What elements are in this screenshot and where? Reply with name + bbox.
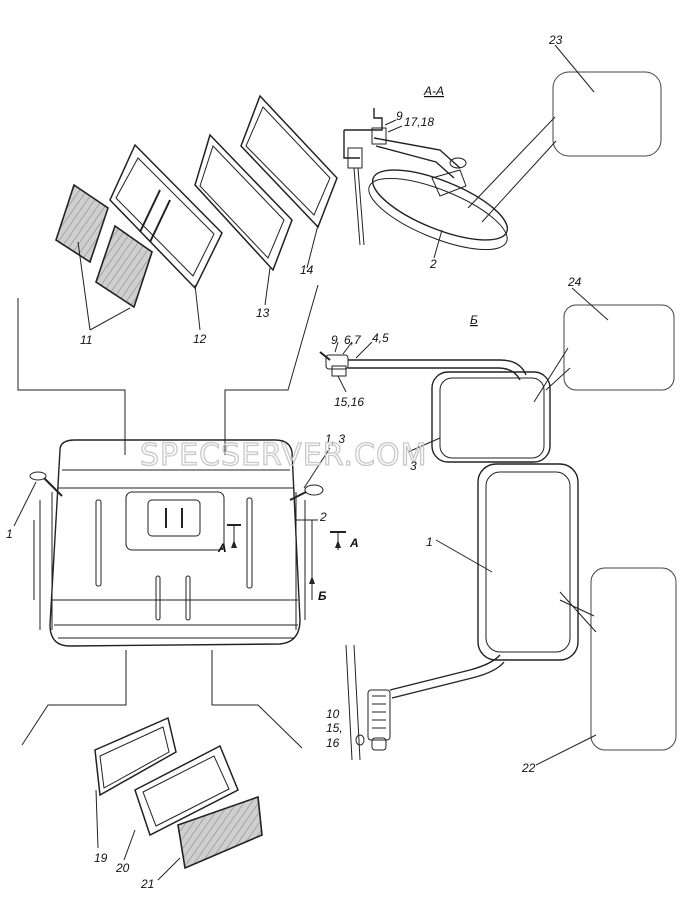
right-mirror-on-cab bbox=[304, 484, 324, 496]
callout-14: 14 bbox=[300, 263, 314, 277]
callout-17-18: 17,18 bbox=[404, 115, 434, 129]
part-24-box bbox=[563, 304, 675, 391]
callout-13: 13 bbox=[256, 306, 270, 320]
callout-19: 19 bbox=[94, 851, 108, 865]
seal-frame-14 bbox=[240, 94, 338, 229]
callout-1-left: 1 bbox=[6, 527, 13, 541]
callout-22: 22 bbox=[521, 761, 536, 775]
callout-9-aa: 9 bbox=[396, 109, 403, 123]
callout-15-16: 15,16 bbox=[334, 395, 364, 409]
callout-15: 15, bbox=[326, 721, 343, 735]
callout-3: 3 bbox=[410, 459, 417, 473]
callout-11: 11 bbox=[80, 333, 92, 347]
callout-9-b: 9 bbox=[331, 333, 338, 347]
mirror-1 bbox=[477, 463, 579, 661]
callout-1-right: 1 bbox=[426, 535, 433, 549]
mirror-3 bbox=[431, 371, 551, 463]
callout-20: 20 bbox=[115, 861, 130, 875]
glass-pane-11b bbox=[95, 224, 153, 309]
cab-top-view: 1 1, 3 2 A A Б bbox=[6, 432, 359, 647]
callout-4-5: 4,5 bbox=[372, 331, 389, 345]
left-mirror-on-cab bbox=[29, 471, 47, 481]
callout-21: 21 bbox=[140, 877, 154, 891]
top-bracket-lines bbox=[17, 284, 319, 455]
callout-12: 12 bbox=[193, 332, 207, 346]
callout-2-aa: 2 bbox=[429, 257, 437, 271]
part-23-box bbox=[552, 71, 662, 157]
seal-frame-12 bbox=[109, 143, 223, 290]
callout-10: 10 bbox=[326, 707, 340, 721]
callout-16: 16 bbox=[326, 736, 340, 750]
callout-23: 23 bbox=[548, 33, 563, 47]
glass-pane-21 bbox=[177, 795, 263, 870]
seal-frame-13 bbox=[194, 133, 293, 272]
section-aa-mirror: А-А 9 17,18 2 23 bbox=[343, 33, 662, 271]
view-marker-b: Б bbox=[318, 589, 327, 603]
view-title-b: Б bbox=[470, 313, 478, 327]
section-marker-a-right: A bbox=[349, 536, 359, 550]
part-22-box bbox=[590, 567, 677, 751]
callout-1-3: 1, 3 bbox=[325, 432, 345, 446]
callout-24: 24 bbox=[567, 275, 582, 289]
roof-hatch bbox=[125, 491, 225, 551]
section-marker-a-left: A bbox=[217, 541, 227, 555]
callout-2-main: 2 bbox=[319, 510, 327, 524]
glass-pane-11a bbox=[55, 183, 109, 264]
view-b-mirrors: Б 3 9 6,7 4,5 15,16 24 1 bbox=[319, 275, 677, 775]
callout-6-7: 6,7 bbox=[344, 333, 362, 347]
bottom-glass-parts: 19 20 21 bbox=[94, 716, 263, 891]
bottom-bracket-lines bbox=[21, 650, 303, 749]
section-title-aa: А-А bbox=[423, 84, 444, 98]
watermark: SPECSERVER.COM bbox=[140, 438, 427, 473]
top-glass-parts: 11 12 13 14 bbox=[55, 94, 338, 347]
